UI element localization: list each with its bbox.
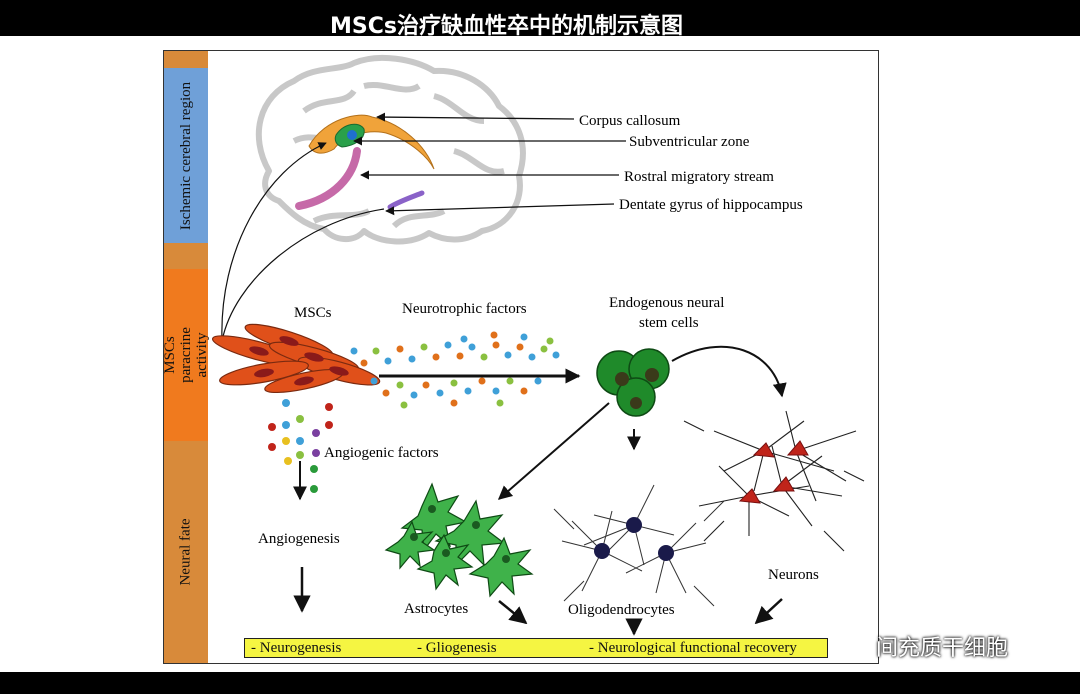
neural-stem-cells: [596, 348, 670, 417]
label-neurotrophic-factors: Neurotrophic factors: [402, 301, 527, 317]
diagram-canvas: Corpus callosum Subventricular zone Rost…: [211, 55, 865, 636]
label-subventricular-zone: Subventricular zone: [629, 134, 750, 150]
watermark-text: 间充质干细胞: [876, 636, 1009, 661]
label-mscs: MSCs: [294, 305, 332, 321]
mechanism-figure: Ischemic cerebral region MSCs paracrine …: [163, 50, 879, 664]
mscs-cell-cluster: [211, 323, 381, 394]
label-endogenous-line2: stem cells: [639, 315, 699, 331]
arrow-astrocytes-outcome: [498, 600, 528, 625]
arrow-to-astrocytes: [497, 402, 610, 500]
angiogenic-factor-dots: [268, 399, 333, 493]
watermark: 间充质干细胞: [836, 630, 1008, 662]
brain-outline: [255, 55, 526, 245]
label-neurons: Neurons: [768, 567, 819, 583]
label-oligodendrocytes: Oligodendrocytes: [568, 602, 675, 618]
band-top-strip: [164, 51, 208, 68]
arrow-to-neurons: [671, 345, 787, 398]
neurotrophic-factor-dots: [350, 331, 560, 409]
oligodendrocyte-processes: [553, 484, 725, 607]
label-endogenous-line1: Endogenous neural: [609, 295, 724, 311]
migration-curve-2: [221, 208, 385, 342]
label-dentate-gyrus: Dentate gyrus of hippocampus: [619, 197, 803, 213]
cut-off-title: MSCs治疗缺血性卒中的机制示意图: [330, 14, 683, 36]
label-angiogenesis: Angiogenesis: [258, 531, 340, 547]
neuron-bodies: [738, 440, 809, 504]
band-paracrine: [164, 269, 208, 441]
corpus-callosum-shape: [308, 114, 435, 170]
label-rostral-stream: Rostral migratory stream: [624, 169, 774, 185]
label-astrocytes: Astrocytes: [404, 601, 468, 617]
outcome-bar: - Neurogenesis - Gliogenesis - Neurologi…: [244, 638, 828, 658]
outcome-recovery: - Neurological functional recovery: [589, 640, 797, 656]
band-ischemic: [164, 68, 208, 243]
pointer-corpus-callosum: [376, 112, 575, 122]
rostral-stream-shape: [295, 147, 361, 210]
wechat-logo-icon: [836, 633, 869, 658]
oligodendrocyte-bodies: [594, 517, 674, 561]
band-neural-fate: [164, 441, 208, 663]
bottom-black-bar: [0, 672, 1080, 694]
outcome-neurogenesis: - Neurogenesis: [251, 640, 342, 656]
mscs-nuclei: [249, 336, 349, 386]
outcome-gliogenesis: - Gliogenesis: [417, 640, 497, 656]
pointer-dentate-gyrus: [385, 203, 615, 216]
label-angiogenic-factors: Angiogenic factors: [324, 445, 439, 461]
dentate-gyrus-shape: [387, 190, 425, 210]
migration-curve-1: [221, 142, 327, 342]
neuron-processes: [683, 410, 865, 552]
label-corpus-callosum: Corpus callosum: [579, 113, 681, 129]
svz-blue-spot: [347, 130, 357, 140]
top-black-bar: MSCs治疗缺血性卒中的机制示意图: [0, 0, 1080, 36]
astrocyte-nuclei: [410, 505, 510, 563]
astrocyte-cluster: [384, 482, 534, 598]
band-mid-strip: [164, 243, 208, 269]
arrow-neurons-outcome: [754, 598, 783, 625]
